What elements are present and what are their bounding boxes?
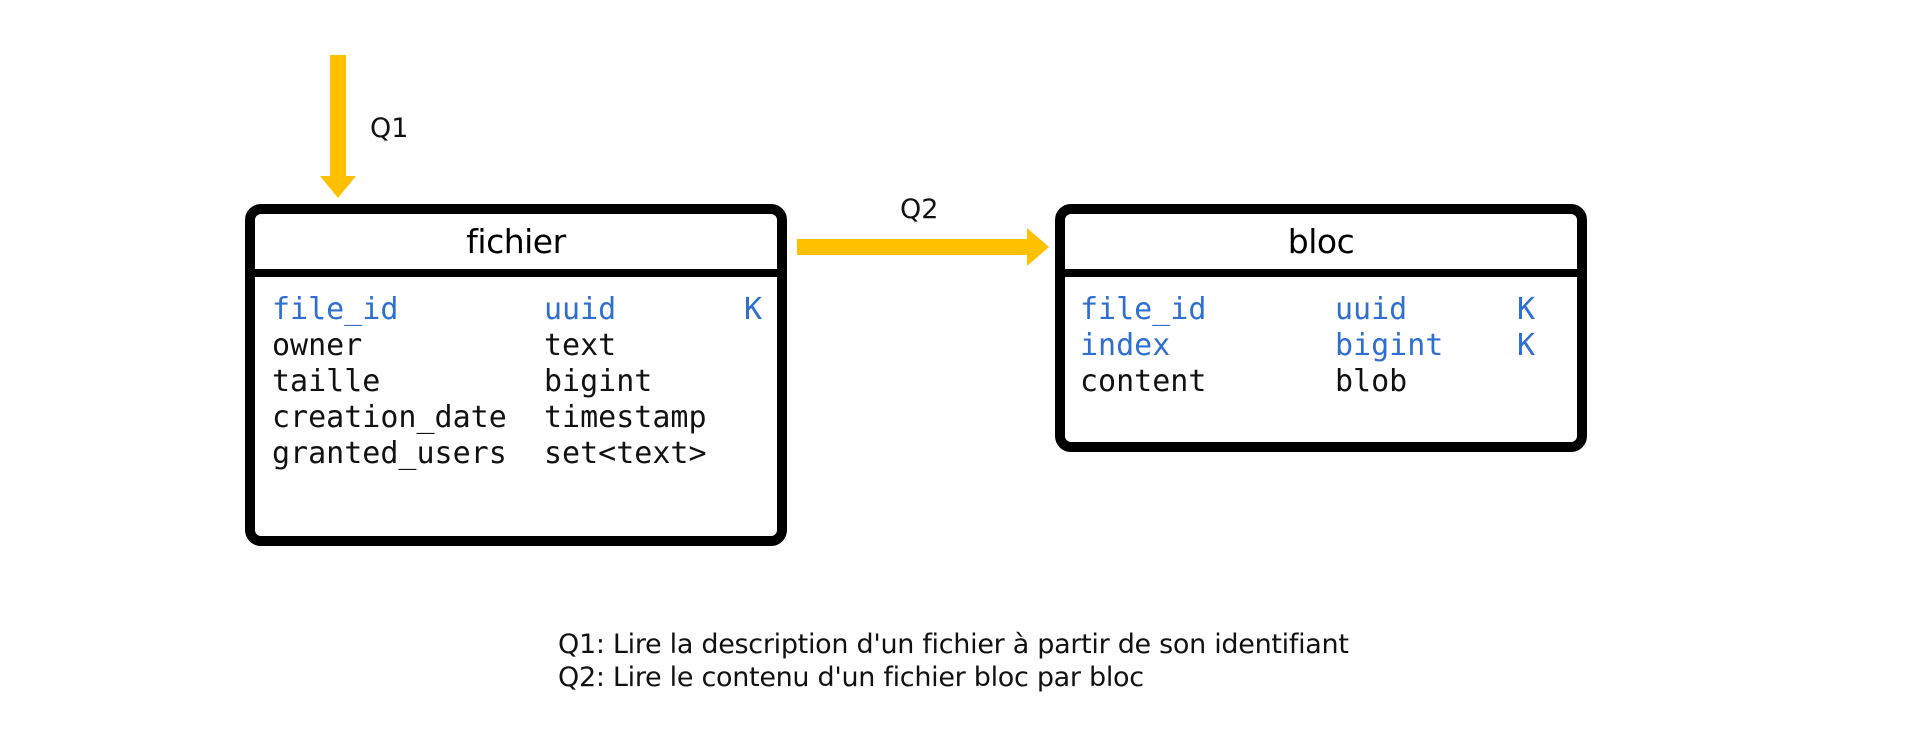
fichier-table: fichier file_id uuid K owner text taille… [245,204,787,546]
field-type: text [544,327,617,363]
key-marker: K [1517,327,1536,363]
field-type: bigint [544,363,653,399]
legend-q2: Q2: Lire le contenu d'un fichier bloc pa… [558,662,1144,693]
field-name: content [1080,363,1207,399]
fichier-field-row: granted_users set<text> [255,435,777,471]
q1-label: Q1 [370,113,409,144]
bloc-table: bloc file_id uuid K index bigint K conte… [1055,204,1587,452]
field-name: granted_users [272,435,507,471]
field-type: uuid [544,291,617,327]
bloc-field-row: index bigint K [1065,327,1577,363]
fichier-field-row: taille bigint [255,363,777,399]
key-marker: K [1517,291,1536,327]
field-name: file_id [272,291,399,327]
field-name: taille [272,363,381,399]
bloc-field-row: file_id uuid K [1065,291,1577,327]
fichier-table-title: fichier [255,214,777,277]
field-name: index [1080,327,1171,363]
query-legend: Q1: Lire la description d'un fichier à p… [558,628,1349,694]
bloc-field-list: file_id uuid K index bigint K content bl… [1065,277,1577,399]
field-type: set<text> [544,435,707,471]
field-name: owner [272,327,363,363]
q2-arrow [797,228,1049,266]
fichier-field-list: file_id uuid K owner text taille bigint … [255,277,777,471]
field-type: bigint [1335,327,1444,363]
q2-label: Q2 [900,194,939,225]
q1-arrow [320,55,356,198]
field-type: blob [1335,363,1408,399]
field-name: creation_date [272,399,507,435]
field-type: uuid [1335,291,1408,327]
field-name: file_id [1080,291,1207,327]
fichier-field-row: file_id uuid K [255,291,777,327]
key-marker: K [744,291,763,327]
bloc-table-title: bloc [1065,214,1577,277]
fichier-field-row: creation_date timestamp [255,399,777,435]
field-type: timestamp [544,399,707,435]
fichier-field-row: owner text [255,327,777,363]
legend-q1: Q1: Lire la description d'un fichier à p… [558,629,1349,660]
bloc-field-row: content blob [1065,363,1577,399]
